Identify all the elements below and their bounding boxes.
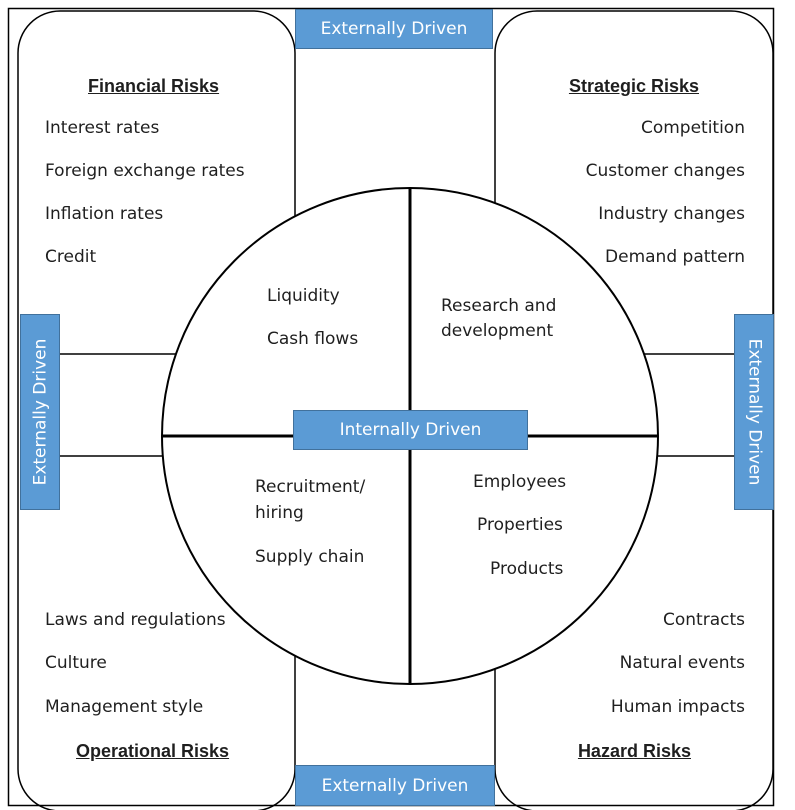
financial-risks-title: Financial Risks — [88, 76, 220, 96]
operational-item: Management style — [45, 697, 204, 717]
circle-bottom-left-item: hiring — [255, 503, 304, 523]
hazard-item: Contracts — [663, 610, 745, 630]
external-label-top-text: Externally Driven — [320, 19, 468, 39]
financial-item: Foreign exchange rates — [45, 161, 245, 181]
external-label-top: Externally Driven — [295, 9, 493, 49]
circle-top-left-item: Liquidity — [267, 286, 340, 306]
hazard-item: Human impacts — [610, 697, 745, 717]
external-label-left-text: Externally Driven — [30, 338, 51, 486]
strategic-item: Customer changes — [585, 161, 745, 181]
strategic-item: Industry changes — [598, 204, 745, 224]
circle-top-right-item: development — [441, 321, 554, 341]
financial-item: Interest rates — [45, 118, 160, 138]
strategic-item: Demand pattern — [605, 247, 745, 267]
circle-bottom-left-item: Recruitment/ — [255, 477, 366, 497]
operational-item: Culture — [45, 653, 107, 673]
circle-bottom-right-item: Properties — [477, 515, 563, 535]
hazard-item: Natural events — [619, 653, 745, 673]
operational-risks-title: Operational Risks — [76, 741, 230, 761]
external-label-bottom: Externally Driven — [295, 765, 495, 806]
circle-bottom-right-item: Products — [490, 559, 564, 579]
financial-item: Inflation rates — [45, 204, 164, 224]
circle-bottom-left-item: Supply chain — [255, 547, 365, 567]
internal-label-center: Internally Driven — [293, 410, 528, 450]
strategic-item: Competition — [640, 118, 745, 138]
internal-label-center-text: Internally Driven — [339, 420, 482, 440]
strategic-risks-title: Strategic Risks — [568, 76, 699, 96]
financial-item: Credit — [45, 247, 97, 267]
external-label-right-text: Externally Driven — [744, 338, 765, 486]
circle-top-left-item: Cash flows — [267, 329, 359, 349]
hazard-risks-title: Hazard Risks — [577, 741, 691, 761]
external-label-left: Externally Driven — [20, 314, 60, 510]
operational-item: Laws and regulations — [45, 610, 226, 630]
circle-top-right-item: Research and — [441, 296, 557, 316]
external-label-right: Externally Driven — [734, 314, 774, 510]
circle-bottom-right-item: Employees — [473, 472, 567, 492]
external-label-bottom-text: Externally Driven — [321, 775, 469, 796]
